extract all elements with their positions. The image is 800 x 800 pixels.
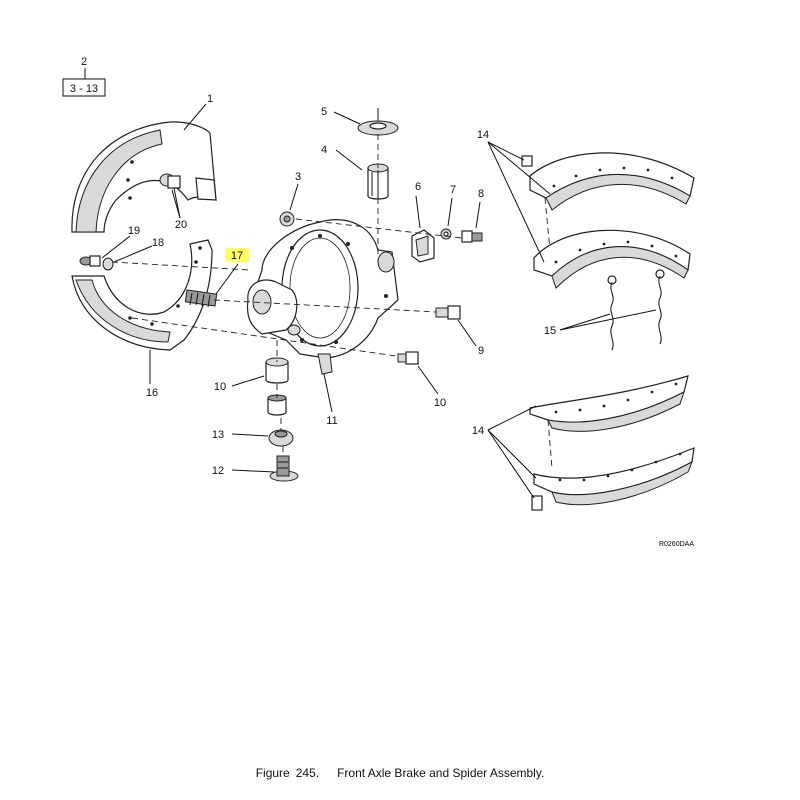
callout-15: 15: [544, 325, 556, 337]
callout-6: 6: [415, 181, 421, 193]
reference-box: 2 3 - 13: [62, 56, 106, 97]
assembly-lines: [111, 134, 553, 469]
anchor-clip: [411, 229, 435, 263]
callout-8: 8: [478, 188, 484, 200]
reference-bottom: 3 - 13: [70, 83, 98, 95]
shield-bolt-and-washer: [79, 255, 114, 271]
anchor-washer-and-bolt: [440, 228, 483, 243]
lower-bushing: [265, 357, 289, 416]
caption-title: Front Axle Brake and Spider Assembly.: [337, 766, 545, 780]
callout-9: 9: [478, 345, 484, 357]
callout-5: 5: [321, 106, 327, 118]
seal: [268, 429, 294, 447]
return-springs: [607, 269, 665, 351]
spider-bolt-lower: [397, 351, 419, 365]
callout-17: 17: [231, 250, 243, 262]
callout-3: 3: [295, 171, 301, 183]
callout-14-upper: 14: [477, 129, 489, 141]
caption-label: Figure: [255, 766, 290, 780]
lower-brake-shoes: [529, 375, 695, 511]
callout-4: 4: [321, 144, 327, 156]
reference-top: 2: [81, 56, 87, 68]
cam-cap: [357, 108, 399, 136]
brake-spider: [246, 219, 399, 375]
drawing-code: R0260DAA: [659, 541, 694, 548]
spider-bolt-upper: [435, 305, 461, 320]
callout-labels: 1 3 4 5 6 7 8 9 10 10 11 12 13 14 14 15 …: [128, 93, 556, 477]
callout-20: 20: [175, 219, 187, 231]
callout-1: 1: [207, 93, 213, 105]
callout-16: 16: [146, 387, 158, 399]
shield-bolt: [159, 173, 181, 219]
fitting: [269, 455, 299, 482]
leader-lines: [101, 103, 657, 499]
lower-dust-shield: [71, 239, 213, 351]
callout-12: 12: [212, 465, 224, 477]
callout-14-lower: 14: [472, 425, 484, 437]
callout-7: 7: [450, 184, 456, 196]
callout-19: 19: [128, 225, 140, 237]
callout-10-right: 10: [434, 397, 446, 409]
callout-17-highlight: [225, 248, 249, 262]
upper-dust-shield: [71, 121, 217, 233]
cam-bushing: [367, 163, 389, 200]
figure-caption: Figure 245. Front Axle Brake and Spider As…: [0, 766, 800, 780]
upper-brake-shoes: [521, 152, 695, 289]
callout-10-left: 10: [214, 381, 226, 393]
spider-nut: [279, 211, 295, 227]
adjuster-stud: [184, 289, 218, 308]
callout-18: 18: [152, 237, 164, 249]
caption-number: 245.: [295, 766, 320, 780]
callout-13: 13: [212, 429, 224, 441]
callout-11: 11: [326, 415, 337, 427]
